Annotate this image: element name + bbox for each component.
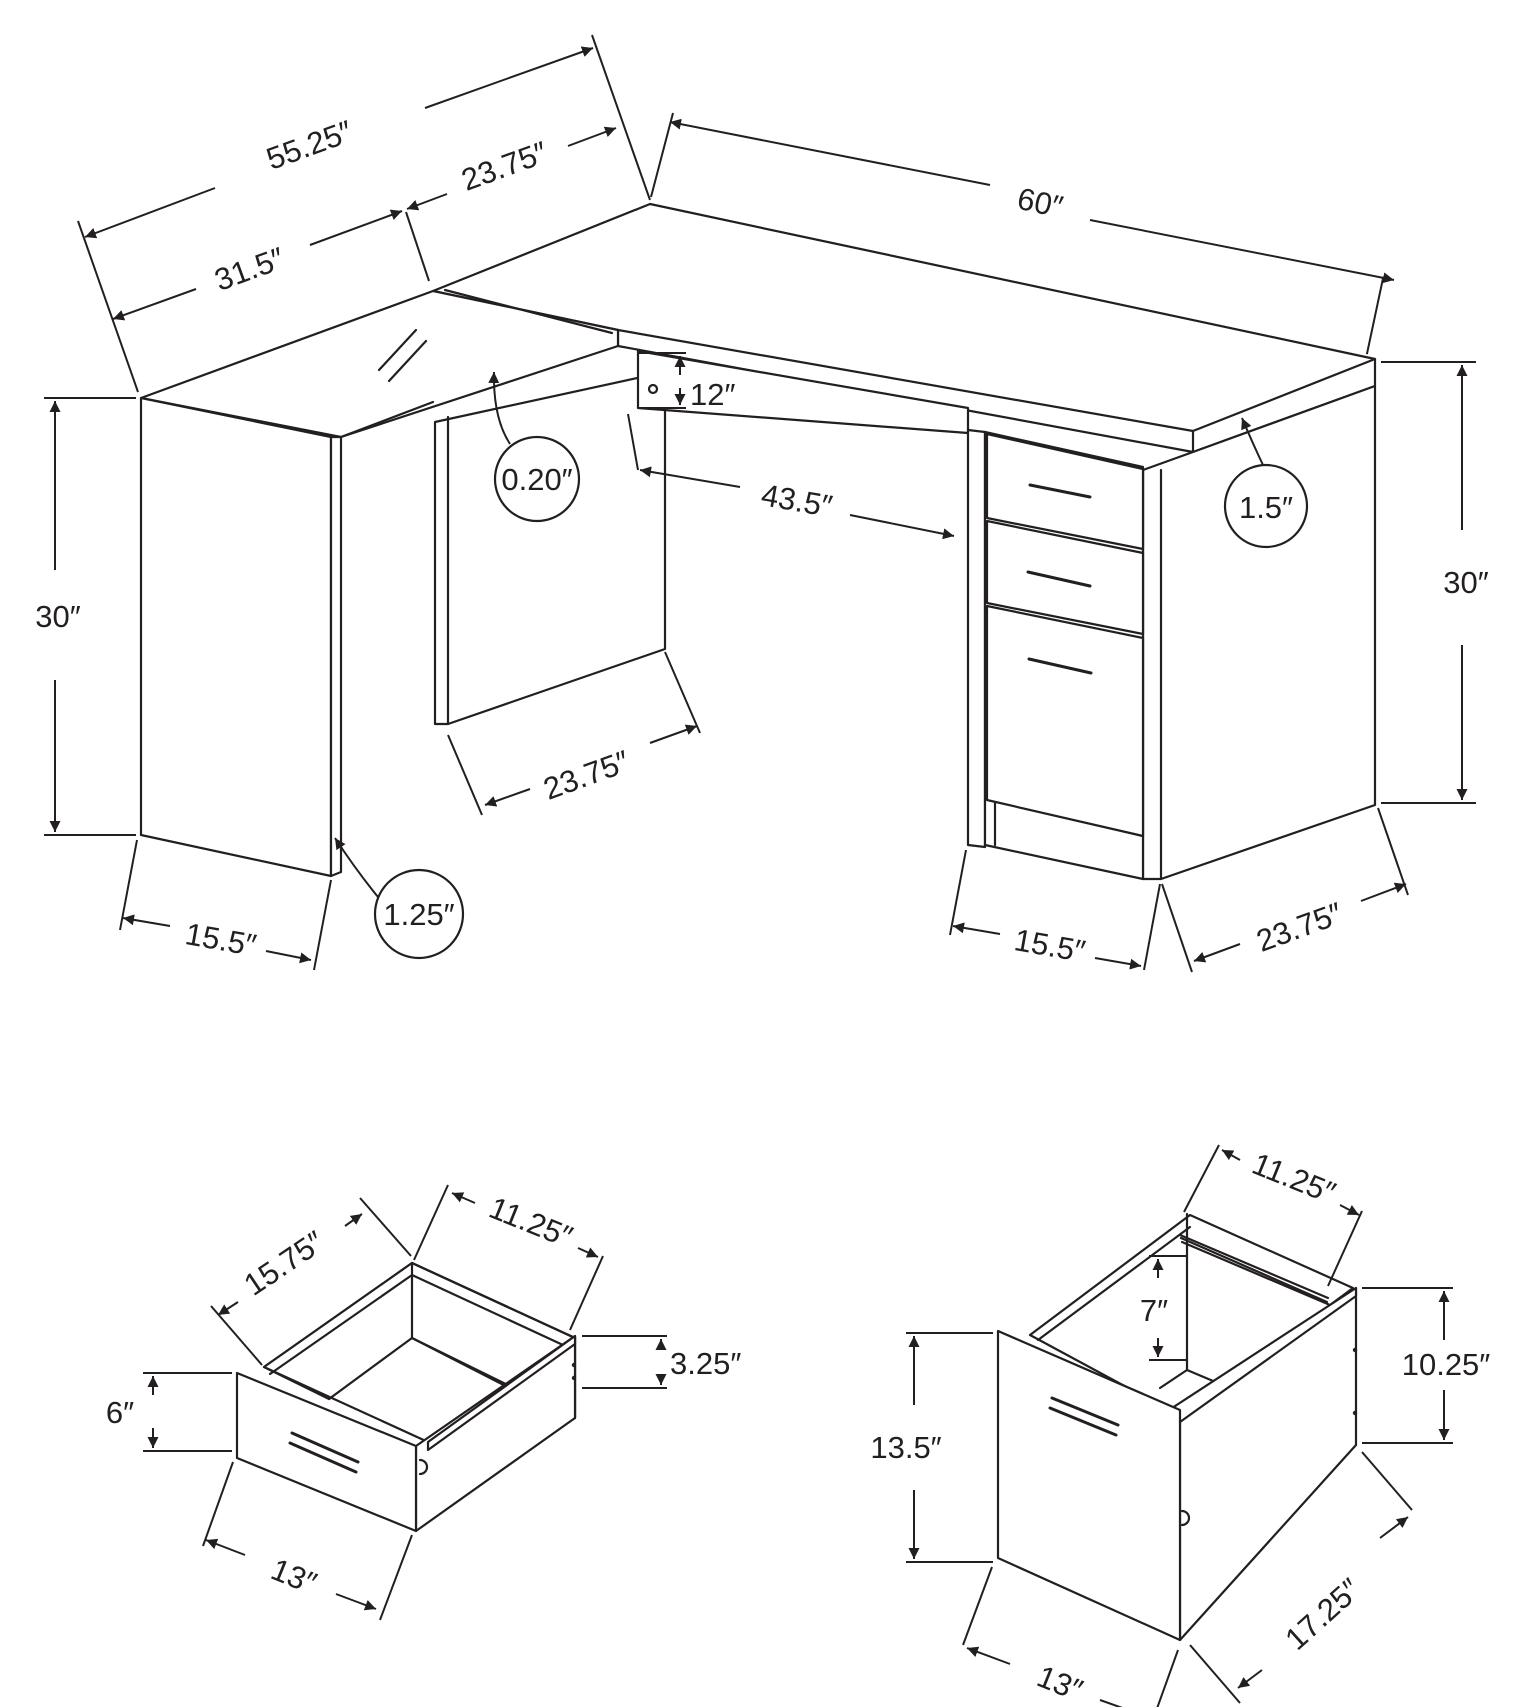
- dim-file-drawer-inner-height: 7″: [1140, 1293, 1168, 1328]
- dim-file-drawer-inner-width: 11.25″: [1247, 1146, 1340, 1211]
- pedestal-body: [966, 428, 987, 849]
- dim-file-drawer-side-height: 10.25″: [1402, 1347, 1491, 1382]
- dim-small-drawer-depth: 15.75″: [238, 1224, 331, 1303]
- center-support-panel: [433, 370, 667, 726]
- dim-file-drawer-depth: 17.25″: [1278, 1572, 1367, 1657]
- small-drawer-front: [235, 1371, 418, 1533]
- desk-drawing: [139, 202, 1377, 881]
- dim-return-leg-depth: 23.75″: [539, 744, 634, 807]
- pedestal-file-drawer: [985, 604, 1145, 838]
- dim-main-length: 60″: [1014, 181, 1066, 225]
- dim-top-thickness: 1.5″: [1239, 490, 1293, 525]
- dim-height-left: 30″: [35, 599, 80, 634]
- dim-knee-space: 43.5″: [759, 477, 835, 524]
- file-drawer-drawing: [996, 1212, 1358, 1642]
- dim-return-width: 23.75″: [457, 135, 552, 198]
- desk-dimensions: 55.25″ 23.75″ 31.5″ 60″ 12″ 0.20″ 1.5″ 4: [35, 34, 1489, 973]
- dim-small-drawer-front-height: 6″: [106, 1395, 134, 1430]
- dim-pedestal-width: 15.5″: [1012, 922, 1088, 969]
- dim-glass-thickness: 0.20″: [501, 462, 572, 497]
- dim-height-right: 30″: [1443, 565, 1488, 600]
- dim-file-drawer-front-width: 13″: [1032, 1659, 1087, 1707]
- pedestal-drawer-2: [985, 519, 1145, 636]
- glass-return-top: [139, 289, 620, 439]
- dim-modesty-height: 12″: [690, 377, 735, 412]
- dim-small-drawer-inner-width: 11.25″: [484, 1190, 577, 1255]
- dim-small-drawer-front-width: 13″: [266, 1552, 321, 1601]
- dim-leg-thickness: 1.25″: [383, 897, 454, 932]
- small-drawer-drawing: [235, 1261, 577, 1533]
- dim-overall-depth: 55.25″: [262, 114, 357, 177]
- dim-file-drawer-front-height: 13.5″: [870, 1430, 941, 1465]
- dim-left-leg-width: 15.5″: [183, 916, 259, 963]
- left-leg-panel: [139, 396, 333, 878]
- dim-small-drawer-side-height: 3.25″: [670, 1346, 741, 1381]
- file-drawer-front: [996, 1329, 1182, 1642]
- dim-left-span: 31.5″: [210, 240, 289, 297]
- dim-pedestal-depth: 23.75″: [1252, 896, 1347, 959]
